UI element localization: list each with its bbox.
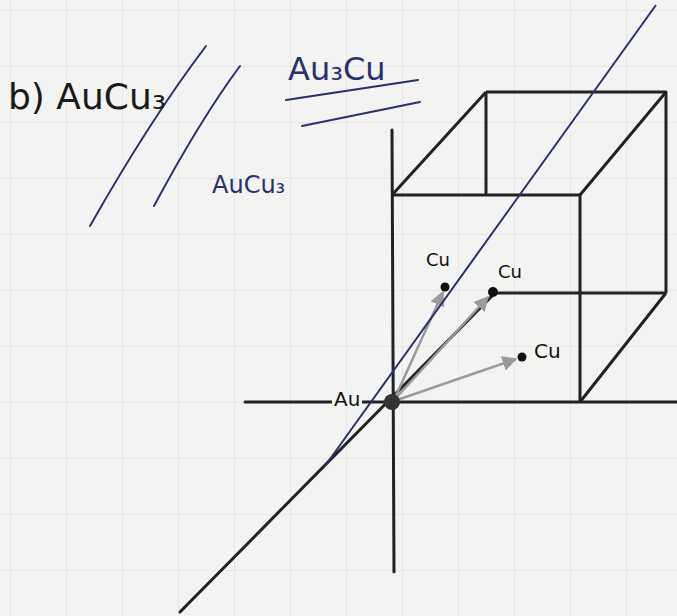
cube-outline: [392, 92, 666, 402]
atom-label: Cu: [532, 340, 563, 362]
cu-atom: [488, 287, 498, 297]
strike-slashes: [90, 46, 420, 226]
axes: [180, 130, 677, 612]
part-heading: b) AuCu₃: [6, 78, 168, 116]
cu-atom: [441, 283, 450, 292]
cu-atom: [518, 353, 527, 362]
atom-label: Cu: [496, 262, 524, 282]
atom-label: Cu: [424, 250, 452, 270]
au-atom: [384, 394, 400, 410]
formula-note: AuCu₃: [210, 172, 287, 198]
crossed-formula: Au₃Cu: [286, 52, 388, 86]
atom-label: Au: [332, 388, 362, 410]
